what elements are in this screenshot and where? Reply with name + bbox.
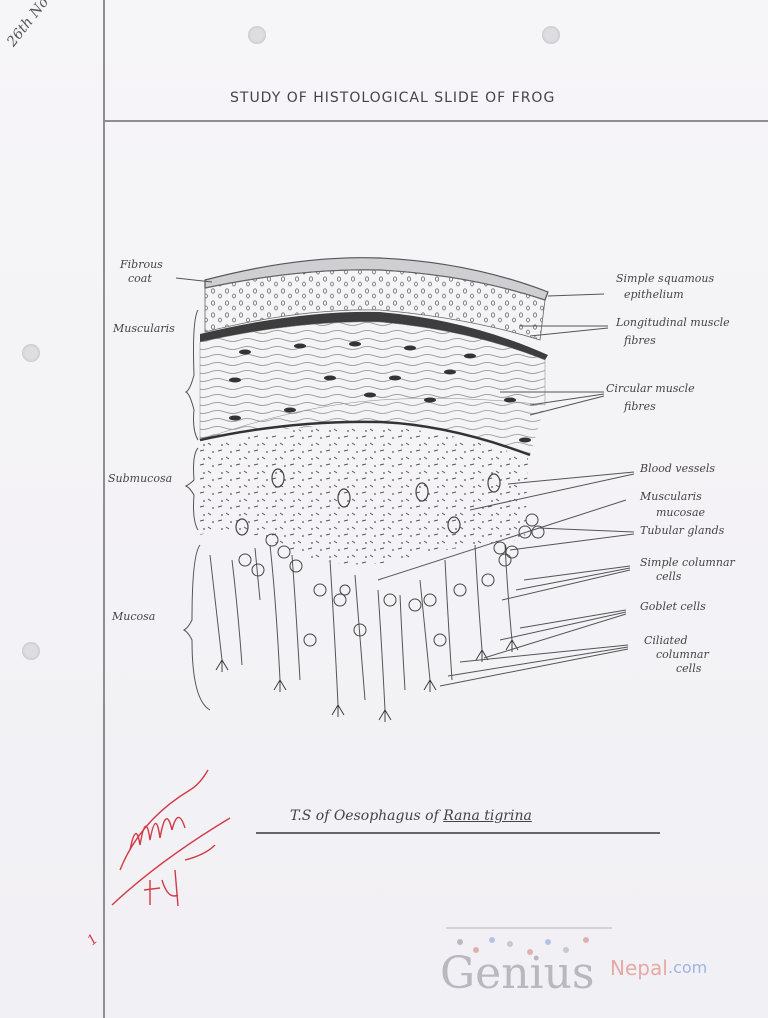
label-circular-2: fibres xyxy=(624,400,656,413)
header-rule xyxy=(103,120,768,122)
label-longitudinal-2: fibres xyxy=(624,334,656,347)
label-circular-1: Circular muscle xyxy=(606,382,695,395)
label-fibrous-coat-2: coat xyxy=(128,272,152,285)
caption-underline xyxy=(256,832,660,834)
fibrous-coat-leader xyxy=(175,277,213,283)
page-title: STUDY OF HISTOLOGICAL SLIDE OF FROG xyxy=(230,90,556,106)
label-blood-vessels: Blood vessels xyxy=(640,462,716,475)
punch-hole-left-1 xyxy=(22,344,40,362)
label-ciliated-3: cells xyxy=(676,662,702,675)
label-tubular-glands: Tubular glands xyxy=(640,524,725,537)
fibrous-coat-layer xyxy=(204,257,549,341)
label-fibrous-coat-1: Fibrous xyxy=(120,258,163,271)
right-leader-lines xyxy=(377,293,635,687)
label-mucosa: Mucosa xyxy=(112,610,156,623)
mucosa-layer xyxy=(209,513,545,722)
signature xyxy=(111,769,231,907)
label-muscularis: Muscularis xyxy=(113,322,175,335)
label-submucosa: Submucosa xyxy=(108,472,173,485)
watermark-logo-dots xyxy=(446,927,612,955)
label-longitudinal-1: Longitudinal muscle xyxy=(616,316,730,329)
caption-prefix: T.S of Oesophagus of xyxy=(290,808,439,824)
left-braces xyxy=(182,309,211,711)
label-simple-columnar-2: cells xyxy=(656,570,682,583)
margin-line xyxy=(103,0,105,1018)
label-muscularis-mucosae-2: mucosae xyxy=(656,506,706,519)
watermark-genius: Genius xyxy=(440,948,595,999)
label-goblet-cells: Goblet cells xyxy=(640,600,706,613)
caption-species: Rana tigrina xyxy=(443,808,532,824)
punch-hole-top-2 xyxy=(542,26,560,44)
label-ciliated-1: Ciliated xyxy=(644,634,688,647)
label-ciliated-2: columnar xyxy=(656,648,709,661)
signature-mark: 1 xyxy=(84,931,101,949)
label-simple-squamous-2: epithelium xyxy=(624,288,684,301)
label-muscularis-mucosae-1: Muscularis xyxy=(640,490,702,503)
punch-hole-left-2 xyxy=(22,642,40,660)
watermark-com: .com xyxy=(668,958,708,977)
diagram-caption: T.S of Oesophagus of Rana tigrina xyxy=(290,808,532,824)
watermark-nepal: Nepal xyxy=(610,956,668,980)
submucosa-layer xyxy=(198,426,528,565)
punch-hole-top-1 xyxy=(248,26,266,44)
muscularis-layer xyxy=(199,311,548,457)
label-simple-squamous-1: Simple squamous xyxy=(616,272,715,285)
label-simple-columnar-1: Simple columnar xyxy=(640,556,735,569)
